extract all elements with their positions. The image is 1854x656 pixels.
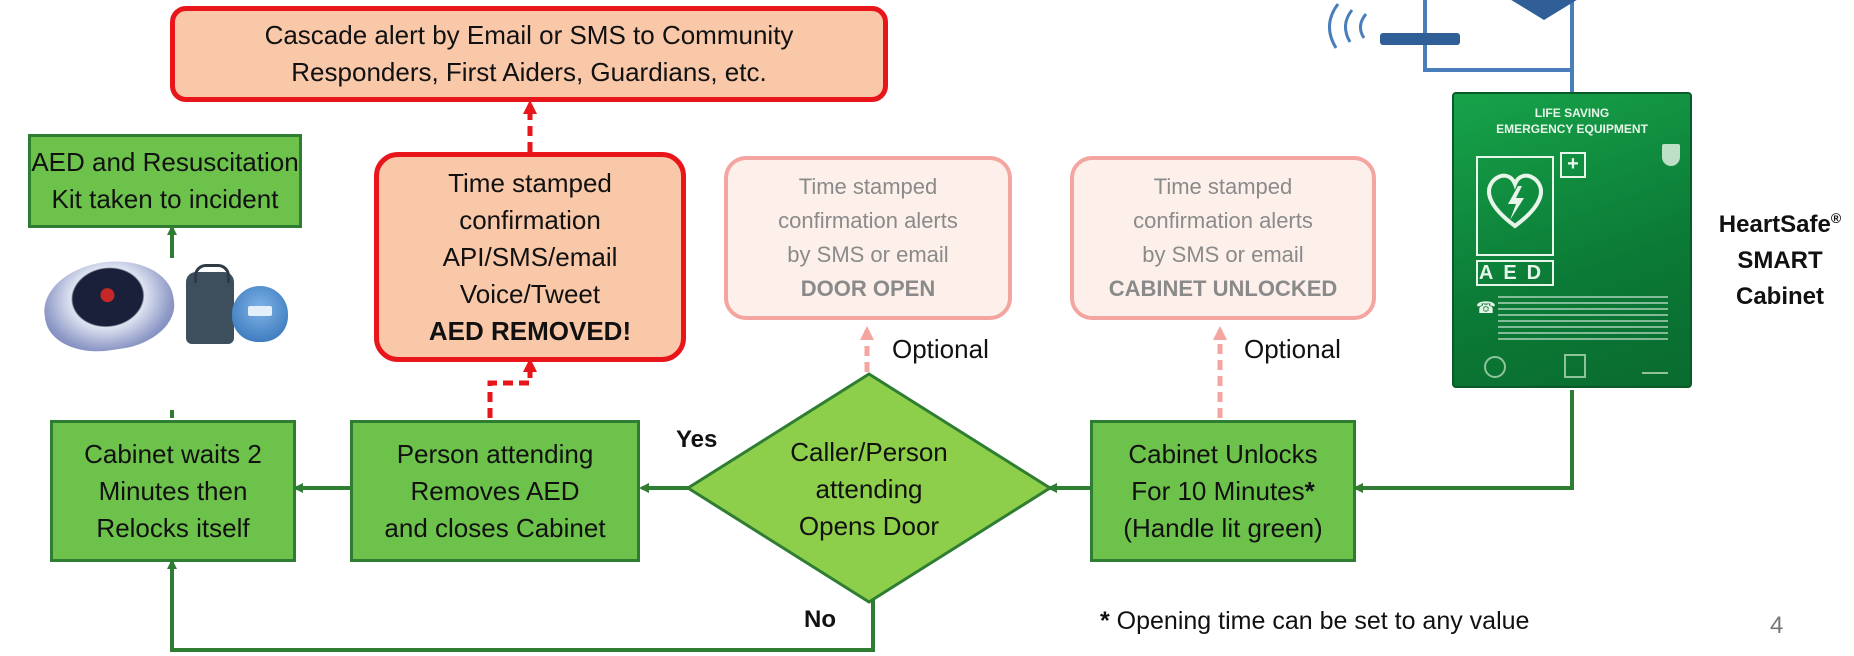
sign-aed-text: AED [1476, 260, 1554, 286]
decision-line-1: Caller/Person [790, 436, 948, 467]
timestamp-unlocked-line-2: confirmation alerts [1133, 208, 1313, 233]
arrow-no-loop [167, 559, 875, 652]
pocket-mask-image [232, 286, 288, 342]
removes-line-3: and closes Cabinet [384, 512, 606, 543]
caption-line-2: SMART [1737, 247, 1823, 274]
aed-kit-box: AED and Resuscitation Kit taken to incid… [28, 134, 302, 228]
removes-aed-box: Person attending Removes AED and closes … [350, 420, 640, 562]
decision-line-2: attending [815, 473, 923, 504]
no-label: No [804, 606, 836, 633]
cascade-alert-box: Cascade alert by Email or SMS to Communi… [170, 6, 888, 102]
cascade-line-1: Cascade alert by Email or SMS to Communi… [264, 20, 794, 50]
aed-heart-icon [1476, 156, 1554, 256]
signal-icon [1359, 13, 1368, 39]
down-arrow-icon [1511, 0, 1577, 20]
sign-title-1: LIFE SAVING [1534, 106, 1610, 120]
phone-icon: ☎ [1476, 300, 1496, 317]
relocks-line-1: Cabinet waits 2 [84, 438, 262, 469]
logo-icon [1642, 356, 1668, 374]
timestamp-unlocked-bold: CABINET UNLOCKED [1108, 276, 1338, 301]
timestamp-removed-line-3: API/SMS/email [442, 241, 618, 272]
timestamp-door-line-2: confirmation alerts [778, 208, 958, 233]
unlocks-line-2: For 10 Minutes* [1131, 473, 1315, 510]
signal-icon [1328, 3, 1340, 49]
mask-label-icon [248, 306, 272, 316]
footnote: * Opening time can be set to any value [1100, 607, 1529, 636]
decision-diamond [685, 372, 1053, 604]
timestamp-unlocked-line-1: Time stamped [1153, 174, 1293, 199]
timestamp-door-line-1: Time stamped [798, 174, 938, 199]
timestamp-removed-line-2: confirmation [459, 204, 601, 235]
optional-door-label: Optional [892, 334, 989, 364]
caption-brand: HeartSafe [1718, 211, 1831, 238]
timestamp-removed-line-1: Time stamped [448, 167, 612, 198]
timestamp-removed-line-4: Voice/Tweet [459, 278, 601, 309]
kit-strap-icon [194, 264, 230, 283]
aed-kit-line-1: AED and Resuscitation [31, 147, 299, 177]
sign-small-print [1498, 296, 1668, 344]
arrow-removes-to-timestamp [487, 358, 537, 418]
yes-label: Yes [676, 426, 718, 453]
decision-text: Caller/Person attending Opens Door [720, 430, 1018, 548]
timestamp-door-line-3: by SMS or email [787, 242, 949, 267]
caption-line-3: Cabinet [1735, 283, 1824, 310]
signal-icon [1344, 9, 1354, 43]
plus-icon: + [1560, 152, 1586, 178]
sign-title-2: EMERGENCY EQUIPMENT [1496, 122, 1648, 136]
relocks-line-2: Minutes then [98, 475, 248, 506]
aed-kit-line-2: Kit taken to incident [51, 184, 279, 214]
caption-line-1: HeartSafe® [1710, 200, 1850, 243]
unlocks-star: * [1304, 475, 1315, 506]
timestamp-unlocked-line-3: by SMS or email [1142, 242, 1304, 267]
aed-button-icon [99, 287, 116, 304]
removes-line-1: Person attending [396, 438, 594, 469]
relocks-line-3: Relocks itself [96, 512, 250, 543]
unlocks-line-3: (Handle lit green) [1123, 512, 1323, 543]
caption-reg: ® [1830, 210, 1842, 226]
timestamp-door-bold: DOOR OPEN [800, 276, 936, 301]
cabinet-caption: HeartSafe® SMART Cabinet [1710, 200, 1850, 315]
timestamp-door-box: Time stamped confirmation alerts by SMS … [724, 156, 1012, 320]
footnote-text: Opening time can be set to any value [1109, 607, 1530, 635]
footnote-star: * [1100, 607, 1110, 635]
decision-line-3: Opens Door [798, 510, 940, 541]
timestamp-removed-box: Time stamped confirmation API/SMS/email … [374, 152, 686, 362]
optional-unlock-label: Optional [1244, 334, 1341, 364]
page-number: 4 [1770, 612, 1784, 639]
unlocks-line-2-text: For 10 Minutes [1131, 475, 1305, 506]
unlocks-box: Cabinet Unlocks For 10 Minutes* (Handle … [1090, 420, 1356, 562]
aed-cabinet-image: LIFE SAVING EMERGENCY EQUIPMENT + AED ☎ [1452, 92, 1692, 388]
antenna-bar [1380, 33, 1460, 45]
crest-icon [1662, 144, 1680, 166]
logo-icon [1484, 356, 1506, 378]
arrow-cabinet-to-unlocks [1353, 390, 1574, 493]
cascade-line-2: Responders, First Aiders, Guardians, etc… [291, 57, 767, 87]
timestamp-unlocked-box: Time stamped confirmation alerts by SMS … [1070, 156, 1376, 320]
removes-line-2: Removes AED [410, 475, 580, 506]
timestamp-removed-bold: AED REMOVED! [428, 315, 632, 346]
logo-icon [1564, 354, 1586, 378]
unlocks-line-1: Cabinet Unlocks [1128, 438, 1318, 469]
resus-kit-image [186, 264, 234, 344]
relocks-box: Cabinet waits 2 Minutes then Relocks its… [50, 420, 296, 562]
